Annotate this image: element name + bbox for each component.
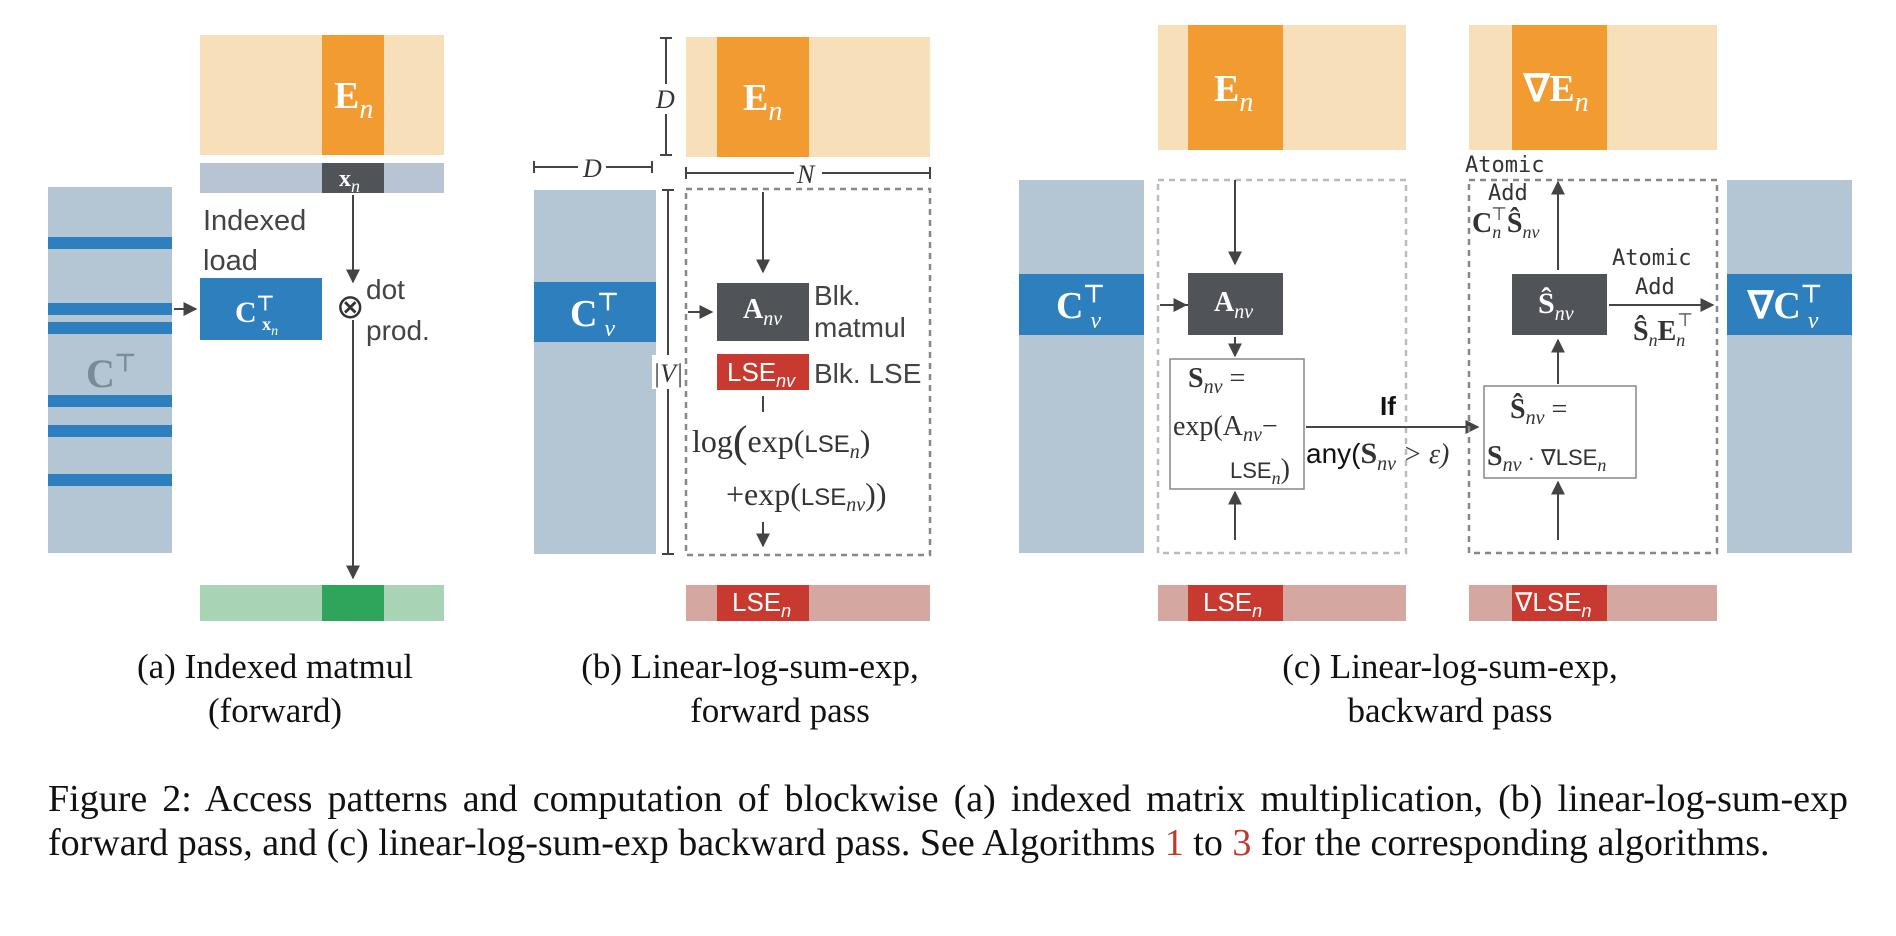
panel-c-grad-c-label: ∇C⊤v — [1747, 282, 1822, 334]
panel-a-ct-row — [48, 322, 172, 334]
panel-c-s-box — [1169, 358, 1305, 490]
panel-a-e-label: En — [334, 75, 373, 125]
panel-b-e-label: En — [743, 77, 782, 127]
panel-c-s-box-text: Snv = exp(Anv− LSEn) — [1173, 363, 1290, 488]
panel-a-e-column — [322, 35, 384, 155]
panel-a-output-cell — [322, 585, 384, 621]
panel-c-lse-label: LSEn — [1203, 587, 1262, 621]
panel-b-d-vertical-label: D — [655, 85, 675, 114]
panel-b: D En D N C⊤v |V| Anv — [533, 37, 932, 621]
panel-c-shat-box — [1483, 385, 1637, 479]
panel-c-cv-matrix — [1019, 180, 1144, 553]
panel-a-caption-line-1: (a) Indexed matmul — [136, 647, 413, 686]
panel-b-lse-out-cell — [717, 585, 809, 621]
panel-c-caption-line-2: backward pass — [1347, 691, 1553, 730]
figure-caption-text-1: Figure 2: Access patterns and computatio… — [48, 778, 1848, 864]
figure-caption-text-2: to — [1183, 822, 1233, 864]
panel-b-a-node — [717, 283, 809, 341]
panel-c-atomic-add-right-expr: ŜnEn⊤ — [1633, 310, 1693, 350]
panel-b-formula-line-1: log(exp(LSEn) — [692, 417, 870, 466]
panel-b-cv-matrix — [534, 190, 656, 554]
panel-c-shat-box-text: Ŝnv = Snv · ∇LSEn — [1487, 394, 1606, 476]
panel-a-ct-row — [48, 237, 172, 249]
panel-a-caption: (a) Indexed matmul (forward) — [60, 645, 490, 733]
panel-b-cv-band — [534, 282, 656, 342]
panel-b-blk-lse-label: Blk. LSE — [814, 358, 921, 389]
panel-a-ct-row — [48, 395, 172, 407]
panel-c-e-column — [1188, 25, 1283, 150]
panel-b-block-box — [684, 187, 932, 557]
panel-a-ct-row — [48, 425, 172, 437]
panel-b-lse-nv-node — [717, 354, 809, 390]
panel-b-caption-line-1: (b) Linear-log-sum-exp, — [581, 647, 919, 686]
panel-a-x-cell — [322, 163, 384, 193]
panel-c-grad-c-band — [1727, 274, 1852, 335]
panel-a-ct-row — [48, 303, 172, 315]
panel-b-caption: (b) Linear-log-sum-exp, forward pass — [520, 645, 980, 733]
panel-c: En ∇En C⊤v Anv Snv = exp(Anv− LSEn) If a… — [1019, 25, 1852, 621]
panel-b-lse-out-label: LSEn — [732, 587, 791, 621]
panel-b-formula-line-2: +exp(LSEnv)) — [726, 476, 886, 516]
panel-c-backward-block-box — [1467, 178, 1719, 555]
panel-c-grad-e-label: ∇En — [1523, 68, 1589, 118]
figure-caption: Figure 2: Access patterns and computatio… — [48, 777, 1848, 865]
panel-c-e-label: En — [1214, 68, 1253, 118]
algorithm-ref-1-link[interactable]: 1 — [1164, 822, 1184, 864]
panel-b-caption-line-2: forward pass — [690, 691, 870, 730]
panel-a-cx-block — [200, 278, 322, 340]
panel-c-grad-e-column — [1512, 25, 1607, 150]
panel-a-ct-label: C⊤ — [86, 351, 136, 396]
panel-c-any-label: any(Snv > ε) — [1306, 437, 1449, 475]
panel-c-shat-label: Ŝnv — [1538, 287, 1574, 325]
panel-b-n-label: N — [796, 160, 816, 189]
panel-c-a-label: Anv — [1214, 287, 1253, 323]
panel-a-cx-label: C⊤xn — [235, 293, 278, 339]
panel-c-cv-band — [1019, 274, 1144, 335]
panel-b-d-horizontal-label: D — [582, 154, 602, 183]
panel-c-a-node — [1188, 273, 1283, 335]
panel-b-cv-label: C⊤v — [570, 290, 618, 342]
panel-c-caption: (c) Linear-log-sum-exp, backward pass — [1220, 645, 1680, 733]
panel-c-atomic-add-top-expr: Cn⊤Ŝnv — [1472, 204, 1540, 242]
panel-a-x-label: xn — [339, 166, 360, 196]
figure-caption-text-3: for the corresponding algorithms. — [1251, 822, 1770, 864]
panel-c-lse-cell — [1188, 585, 1283, 621]
panel-b-v-label: |V| — [653, 359, 683, 388]
panel-a-dot-symbol: ⊗ — [336, 289, 365, 326]
panel-b-e-column — [717, 37, 809, 157]
panel-c-shat-node — [1512, 274, 1607, 335]
panel-c-grad-lse-cell — [1512, 585, 1607, 621]
panel-b-lse-nv-label: LSEnv — [727, 357, 796, 391]
panel-c-if-label: If — [1380, 391, 1396, 421]
panel-a-caption-line-2: (forward) — [207, 691, 343, 730]
panel-b-a-label: Anv — [743, 294, 782, 330]
algorithm-ref-3-link[interactable]: 3 — [1232, 822, 1252, 864]
panel-c-grad-lse-label: ∇LSEn — [1514, 587, 1592, 621]
panel-c-grad-c-matrix — [1727, 180, 1852, 553]
panel-b-blk-matmul-label: Blk.matmul — [814, 280, 906, 343]
panel-c-forward-block-box — [1156, 178, 1408, 555]
panel-c-caption-line-1: (c) Linear-log-sum-exp, — [1282, 647, 1618, 686]
panel-c-cv-label: C⊤v — [1056, 282, 1104, 334]
panel-a-ct-row — [48, 474, 172, 486]
